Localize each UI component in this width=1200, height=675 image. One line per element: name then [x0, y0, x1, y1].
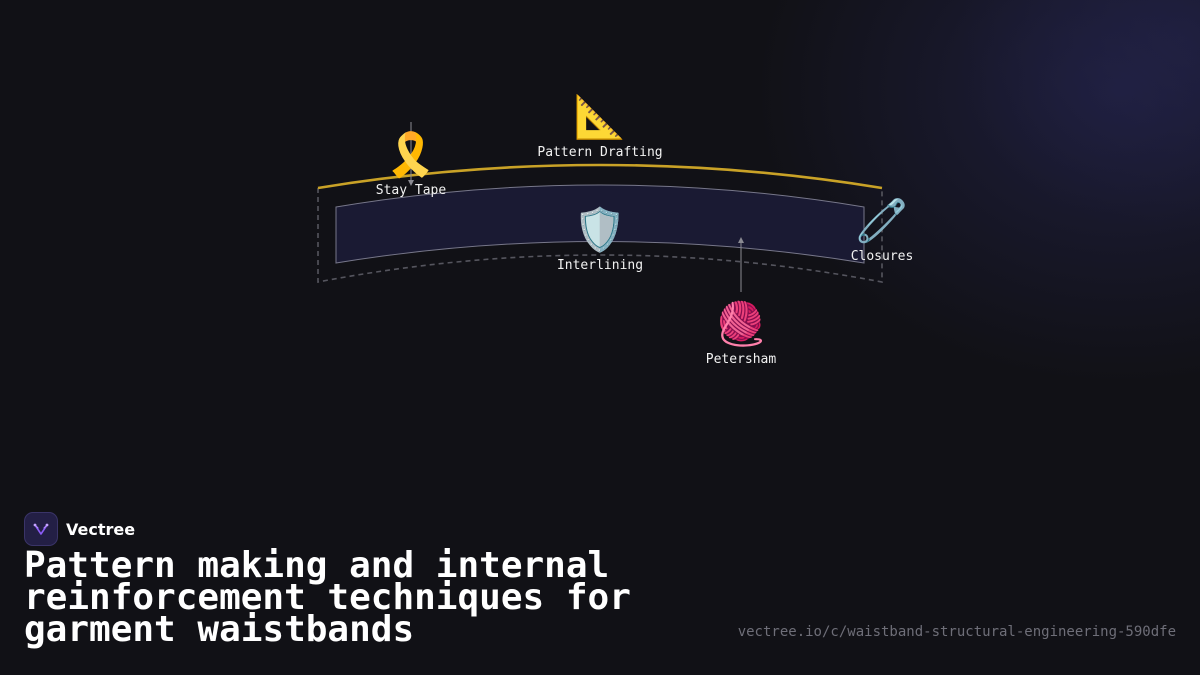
node-label: Interlining [556, 258, 644, 273]
ribbon-icon: 🎗️ [384, 130, 438, 179]
node-interlining: 🛡️ Interlining [556, 205, 644, 274]
shield-icon: 🛡️ [573, 205, 627, 254]
node-closures: 🧷 Closures [850, 196, 914, 265]
node-label: Petersham [705, 352, 777, 367]
node-label: Closures [850, 249, 914, 264]
yarn-icon: 🧶 [714, 299, 768, 348]
node-petersham: 🧶 Petersham [705, 299, 777, 368]
node-label: Stay Tape [375, 183, 447, 198]
vectree-logo-icon [24, 512, 58, 546]
inner-band [335, 184, 865, 264]
outer-dashed-outline [317, 188, 883, 283]
node-pattern-drafting: 📐 Pattern Drafting [537, 92, 663, 161]
page-title: Pattern making and internal reinforcemen… [24, 545, 631, 650]
triangular-ruler-icon: 📐 [573, 92, 627, 141]
brand-name: Vectree [66, 519, 136, 539]
node-stay-tape: 🎗️ Stay Tape [375, 130, 447, 199]
node-label: Pattern Drafting [537, 145, 663, 160]
waistband-top-edge [317, 163, 883, 190]
safety-pin-icon: 🧷 [855, 196, 909, 245]
petersham-arrow-head [738, 237, 744, 243]
page-url[interactable]: vectree.io/c/waistband-structural-engine… [737, 624, 1176, 640]
stay-tape-arrow-head [408, 180, 414, 186]
brand[interactable]: Vectree [24, 512, 135, 546]
